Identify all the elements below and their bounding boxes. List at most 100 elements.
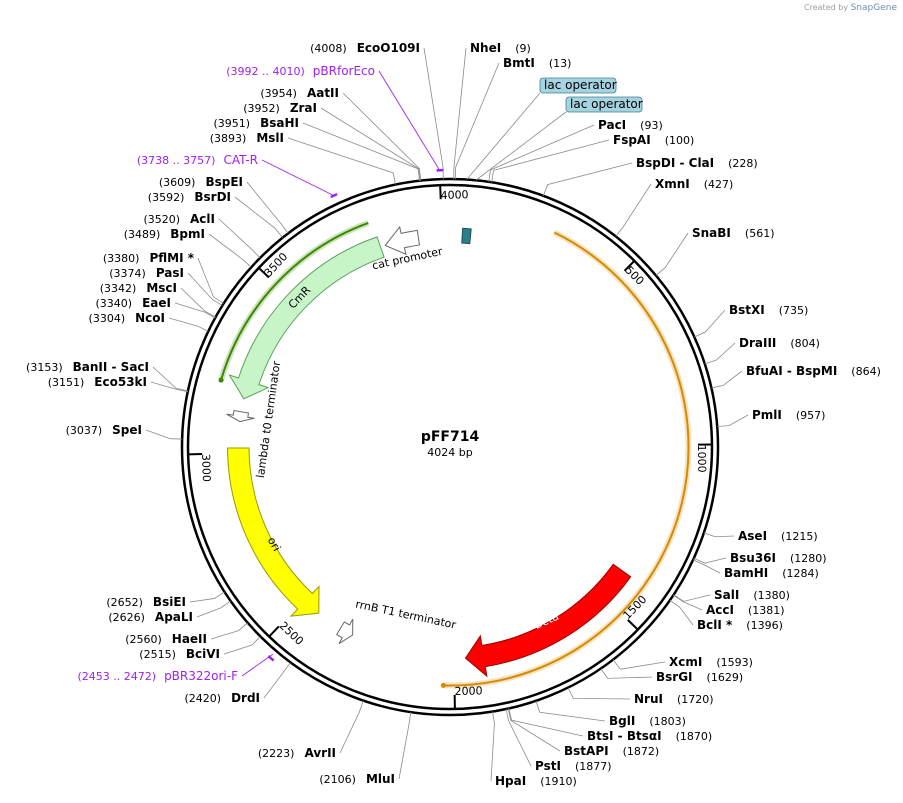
enzyme-position: (3304) (89, 312, 126, 325)
enzyme-site-eaei[interactable]: (3340)EaeI (96, 296, 171, 310)
enzyme-name: EaeI (142, 296, 171, 310)
enzyme-site-bfuai-bspmi[interactable]: BfuAI - BspMI(864) (746, 364, 881, 378)
enzyme-site-zrai[interactable]: (3952)ZraI (243, 101, 317, 115)
enzyme-name: DraIII (739, 336, 776, 350)
enzyme-site-apali[interactable]: (2626)ApaLI (108, 610, 193, 624)
cmr-feature[interactable] (228, 236, 385, 400)
enzyme-site-banii-saci[interactable]: (3153)BanII - SacI (26, 360, 149, 374)
enzyme-site-bamhi[interactable]: BamHI(1284) (724, 566, 819, 580)
ori-feature[interactable] (227, 447, 320, 617)
enzyme-site-bsrdi[interactable]: (3592)BsrDI (148, 190, 231, 204)
cat-promoter-feature[interactable] (384, 225, 421, 256)
enzyme-site-acci[interactable]: AccI(1381) (706, 603, 785, 617)
enzyme-site-bstxi[interactable]: BstXI(735) (729, 303, 808, 317)
leader-line (543, 162, 633, 196)
leader-line (145, 429, 183, 440)
backbone-outer-circle (180, 177, 720, 717)
enzyme-position: (93) (640, 119, 663, 132)
enzyme-site-haeii[interactable]: (2560)HaeII (125, 632, 207, 646)
primer-pbr322ori-f[interactable]: (2453 .. 2472)pBR322ori-F (78, 669, 239, 683)
enzyme-name: NruI (634, 692, 663, 706)
leader-line (197, 257, 224, 304)
tick-label: 2000 (454, 684, 482, 698)
enzyme-site-bpmi[interactable]: (3489)BpmI (124, 227, 205, 241)
enzyme-site-drdi[interactable]: (2420)DrdI (184, 691, 260, 705)
enzyme-site-eco53ki[interactable]: (3151)Eco53kI (48, 375, 147, 389)
lac-operator-callout-label: lac operator (544, 78, 617, 92)
enzyme-site-xcmi[interactable]: XcmI(1593) (669, 655, 753, 669)
enzyme-site-snabi[interactable]: SnaBI(561) (692, 226, 775, 240)
primer-cat-r[interactable]: (3738 .. 3757)CAT-R (137, 153, 258, 167)
enzyme-site-btsi-bts-i[interactable]: BtsI - BtsαI(1870) (587, 729, 712, 743)
enzyme-position: (3151) (48, 376, 85, 389)
lambda-t0-feature[interactable] (226, 409, 255, 423)
enzyme-site-bstapi[interactable]: BstAPI(1872) (564, 744, 659, 758)
enzyme-site-acli[interactable]: (3520)AclI (143, 212, 215, 226)
leader-line (150, 381, 188, 393)
enzyme-site-nrui[interactable]: NruI(1720) (634, 692, 714, 706)
enzyme-site-nhei[interactable]: NheI(9) (470, 41, 531, 55)
enzyme-position: (1381) (748, 604, 785, 617)
leader-line (189, 591, 225, 603)
enzyme-site-aatii[interactable]: (3954)AatII (260, 86, 339, 100)
enzyme-site-bgli[interactable]: BglI(1803) (609, 714, 686, 728)
leader-line (693, 557, 727, 564)
enzyme-site-pflmi[interactable]: (3380)PflMI * (103, 251, 195, 265)
lac-operator-callout-box[interactable] (539, 77, 617, 94)
enzyme-site-asei[interactable]: AseI(1215) (738, 529, 818, 543)
enzyme-site-bcivi[interactable]: (2515)BciVI (139, 647, 220, 661)
enzyme-name: FspAI (613, 133, 651, 147)
enzyme-site-hpai[interactable]: HpaI(1910) (495, 774, 577, 788)
leader-line (612, 659, 666, 670)
orf-orange-arrowhead (440, 682, 446, 688)
enzyme-site-bsu36i[interactable]: Bsu36I(1280) (730, 551, 827, 565)
enzyme-site-msli[interactable]: (3893)MslI (210, 131, 284, 145)
lac-operator-callout-box[interactable] (565, 96, 643, 113)
enzyme-site-bspei[interactable]: (3609)BspEI (159, 175, 243, 189)
enzyme-name: EcoO109I (357, 41, 420, 55)
enzyme-name: BciVI (186, 647, 220, 661)
rrnb-t1-label: rrnB T1 terminator (354, 598, 457, 632)
enzyme-site-psti[interactable]: PstI(1877) (535, 759, 612, 773)
enzyme-site-bsiei[interactable]: (2652)BsiEI (106, 595, 186, 609)
enzyme-site-draiii[interactable]: DraIII(804) (739, 336, 820, 350)
enzyme-site-ecoo109i[interactable]: (4008)EcoO109I (310, 41, 420, 55)
enzyme-name: SnaBI (692, 226, 731, 240)
enzyme-position: (3374) (109, 267, 146, 280)
enzyme-site-pasi[interactable]: (3374)PasI (109, 266, 184, 280)
enzyme-position: (2560) (125, 633, 162, 646)
enzyme-position: (1215) (781, 530, 818, 543)
rrnb-t1-feature[interactable] (336, 618, 354, 644)
enzyme-site-msci[interactable]: (3342)MscI (100, 281, 177, 295)
leader-line (615, 183, 652, 237)
primer-pbrforeco[interactable]: (3992 .. 4010)pBRforEco (226, 64, 375, 78)
enzyme-site-spei[interactable]: (3037)SpeI (66, 423, 142, 437)
beta-feature[interactable] (464, 563, 632, 678)
leader-line (505, 708, 532, 767)
enzyme-site-ncoi[interactable]: (3304)NcoI (89, 311, 165, 325)
enzyme-site-bspdi-clai[interactable]: BspDI - ClaI(228) (636, 156, 758, 170)
enzyme-position: (3153) (26, 361, 63, 374)
enzyme-site-pmli[interactable]: PmlI(957) (752, 408, 825, 422)
enzyme-site-avrii[interactable]: (2223)AvrII (258, 746, 336, 760)
enzyme-site-bsrgi[interactable]: BsrGI(1629) (656, 670, 743, 684)
enzyme-position: (1396) (746, 619, 783, 632)
enzyme-site-bmti[interactable]: BmtI(13) (503, 56, 571, 70)
enzyme-name: MluI (366, 772, 395, 786)
enzyme-site-paci[interactable]: PacI(93) (598, 118, 663, 132)
lac-operator-feature[interactable] (461, 227, 472, 245)
enzyme-site-bcli[interactable]: BclI *(1396) (697, 618, 783, 632)
tick-label: 1000 (695, 445, 708, 473)
primer-range: (2453 .. 2472) (78, 670, 157, 683)
enzyme-position: (100) (665, 134, 695, 147)
enzyme-site-sali[interactable]: SalI(1380) (714, 588, 790, 602)
enzyme-name: BfuAI - BspMI (746, 364, 837, 378)
enzyme-site-xmni[interactable]: XmnI(427) (655, 177, 733, 191)
enzyme-site-fspai[interactable]: FspAI (100) (613, 133, 694, 147)
enzyme-position: (3952) (243, 102, 280, 115)
enzyme-name: Bsu36I (730, 551, 776, 565)
enzyme-site-bsahi[interactable]: (3951)BsaHI (214, 116, 299, 130)
enzyme-site-mlui[interactable]: (2106)MluI (319, 772, 395, 786)
leader-line (507, 708, 561, 752)
leader-line (208, 233, 252, 268)
